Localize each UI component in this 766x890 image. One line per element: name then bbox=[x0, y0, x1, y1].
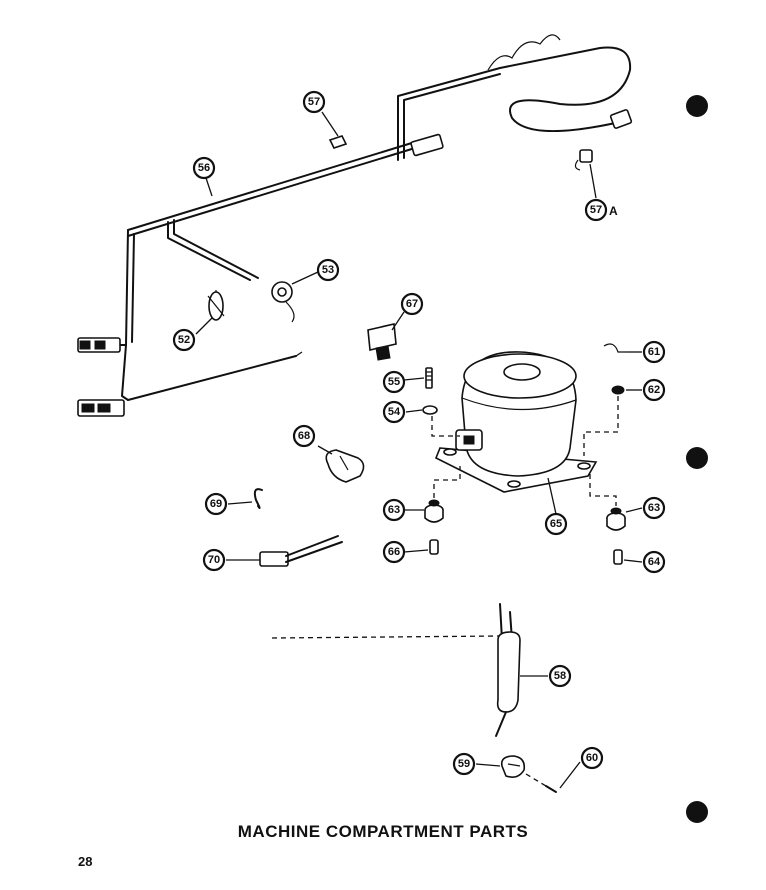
capacitor-68 bbox=[317, 445, 365, 483]
callout-64: 64 bbox=[642, 550, 666, 574]
svg-text:57: 57 bbox=[590, 204, 602, 216]
callout-57: 57 bbox=[302, 90, 326, 114]
mount-guide-right-upper bbox=[583, 396, 619, 456]
clamp-59 bbox=[475, 755, 526, 778]
mount-guide-left-lower bbox=[433, 466, 461, 498]
harness-connector-upper-right bbox=[410, 133, 444, 157]
callout-67: 67 bbox=[400, 292, 424, 316]
page-number: 28 bbox=[78, 854, 93, 869]
svg-text:64: 64 bbox=[648, 556, 661, 568]
callout-54: 54 bbox=[382, 400, 406, 424]
callout-60: 60 bbox=[580, 746, 604, 770]
clip-57 bbox=[321, 111, 348, 149]
svg-text:62: 62 bbox=[648, 384, 660, 396]
callout-57a-suffix: A bbox=[609, 204, 618, 218]
callout-62: 62 bbox=[642, 378, 666, 402]
svg-text:53: 53 bbox=[322, 264, 334, 276]
binder-hole-bottom bbox=[686, 801, 708, 823]
callout-68: 68 bbox=[292, 424, 316, 448]
svg-text:58: 58 bbox=[554, 670, 566, 682]
wiring-harness-56 bbox=[77, 34, 633, 417]
washer-54 bbox=[405, 405, 438, 415]
terminal-57a bbox=[574, 149, 597, 199]
callout-53: 53 bbox=[316, 258, 340, 282]
svg-text:67: 67 bbox=[406, 298, 418, 310]
binder-hole-top bbox=[686, 95, 708, 117]
terminal-block-70 bbox=[226, 535, 343, 567]
svg-text:52: 52 bbox=[178, 334, 190, 346]
svg-text:59: 59 bbox=[458, 758, 470, 770]
washer-62 bbox=[611, 385, 642, 395]
screw-60 bbox=[525, 761, 581, 793]
callout-70: 70 bbox=[202, 548, 226, 572]
clip-69 bbox=[227, 488, 263, 509]
callout-59: 59 bbox=[452, 752, 476, 776]
callout-69: 69 bbox=[204, 492, 228, 516]
svg-text:55: 55 bbox=[388, 376, 400, 388]
svg-text:61: 61 bbox=[648, 346, 660, 358]
thermostat-52 bbox=[195, 290, 225, 335]
sleeve-66 bbox=[403, 539, 439, 555]
svg-text:60: 60 bbox=[586, 752, 598, 764]
mount-guide-left-upper bbox=[431, 416, 460, 437]
drier-58 bbox=[271, 603, 548, 737]
grommet-63-left bbox=[404, 499, 444, 523]
callout-56: 56 bbox=[192, 156, 216, 180]
svg-text:57: 57 bbox=[308, 96, 320, 108]
callout-66: 66 bbox=[382, 540, 406, 564]
svg-text:68: 68 bbox=[298, 430, 310, 442]
callout-57a: 57 bbox=[584, 198, 608, 222]
overload-53 bbox=[271, 271, 319, 323]
svg-text:54: 54 bbox=[388, 406, 401, 418]
svg-text:63: 63 bbox=[388, 504, 400, 516]
callout-61: 61 bbox=[642, 340, 666, 364]
callout-58: 58 bbox=[548, 664, 572, 688]
callout-52: 52 bbox=[172, 328, 196, 352]
sleeve-64 bbox=[613, 549, 643, 565]
page-title: MACHINE COMPARTMENT PARTS bbox=[237, 822, 529, 841]
grommet-63-right bbox=[606, 507, 643, 531]
clip-61 bbox=[603, 343, 642, 353]
callout-63-right: 63 bbox=[642, 496, 666, 520]
svg-text:63: 63 bbox=[648, 502, 660, 514]
mount-guide-right-lower bbox=[589, 474, 617, 506]
compressor-65 bbox=[434, 351, 598, 515]
svg-text:56: 56 bbox=[198, 162, 210, 174]
svg-text:65: 65 bbox=[550, 518, 562, 530]
bolt-55 bbox=[403, 367, 433, 389]
svg-text:70: 70 bbox=[208, 554, 220, 566]
callout-55: 55 bbox=[382, 370, 406, 394]
svg-text:66: 66 bbox=[388, 546, 400, 558]
svg-text:69: 69 bbox=[210, 498, 222, 510]
callout-65: 65 bbox=[544, 512, 568, 536]
callout-63-left: 63 bbox=[382, 498, 406, 522]
binder-hole-middle bbox=[686, 447, 708, 469]
relay-67 bbox=[367, 311, 405, 361]
